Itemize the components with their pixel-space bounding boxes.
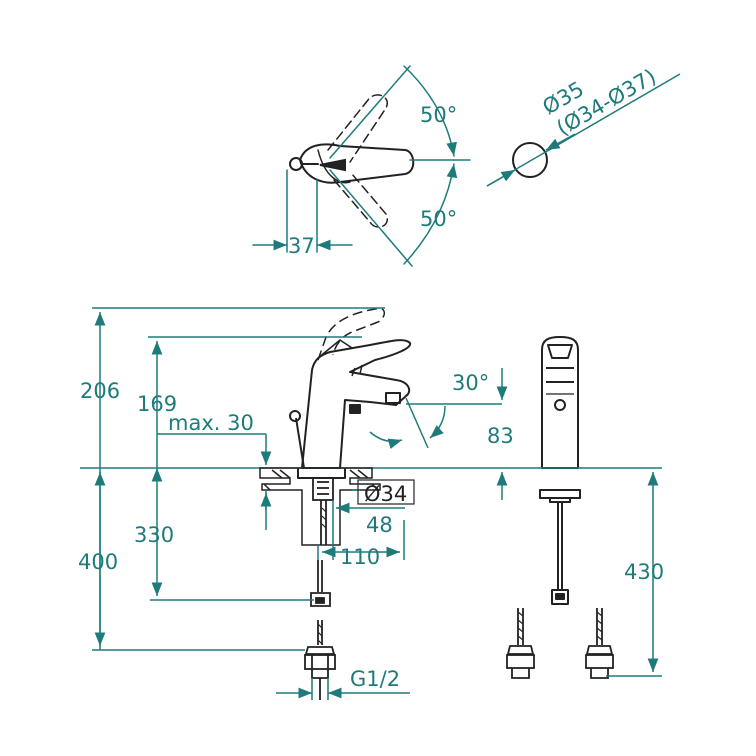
hole-leader bbox=[486, 73, 681, 187]
top-view: 50° 50° 37 bbox=[252, 65, 471, 267]
faucet-outline bbox=[289, 307, 412, 479]
hole-detail: Ø35 (Ø34-Ø37) bbox=[486, 64, 681, 187]
supply-length-label: 400 bbox=[78, 550, 118, 574]
width-label: 37 bbox=[288, 234, 315, 258]
front-dimension-lines bbox=[520, 467, 662, 677]
spout-reach-a-label: 48 bbox=[366, 513, 393, 537]
shank-diameter-label: Ø34 bbox=[364, 482, 407, 506]
spout-reach-b-label: 110 bbox=[340, 545, 380, 569]
spout-height-label: 83 bbox=[487, 424, 514, 448]
side-view: 206 169 max. 30 30° 83 Ø34 48 110 330 40… bbox=[78, 307, 520, 700]
angle-upper-label: 50° bbox=[420, 103, 457, 127]
front-body bbox=[539, 336, 581, 605]
supply-hose bbox=[304, 560, 336, 700]
hose-length-label: 330 bbox=[134, 523, 174, 547]
lever-rotated-positions bbox=[327, 94, 389, 228]
height-total-label: 206 bbox=[80, 379, 120, 403]
shank bbox=[312, 477, 334, 545]
side-dimension-lines bbox=[92, 307, 508, 700]
max-thickness-label: max. 30 bbox=[168, 411, 254, 435]
front-hoses bbox=[506, 608, 614, 679]
height-spout-label: 169 bbox=[137, 392, 177, 416]
rod-length-label: 430 bbox=[624, 560, 664, 584]
shank-diameter-box bbox=[357, 479, 415, 505]
connection-label: G1/2 bbox=[350, 667, 400, 691]
spout-angle-label: 30° bbox=[452, 371, 489, 395]
angle-lower-label: 50° bbox=[420, 207, 457, 231]
hole-circle bbox=[512, 142, 548, 178]
front-view: 430 bbox=[506, 336, 664, 679]
angle-dimensions bbox=[252, 65, 471, 267]
lever-outline bbox=[289, 143, 415, 184]
